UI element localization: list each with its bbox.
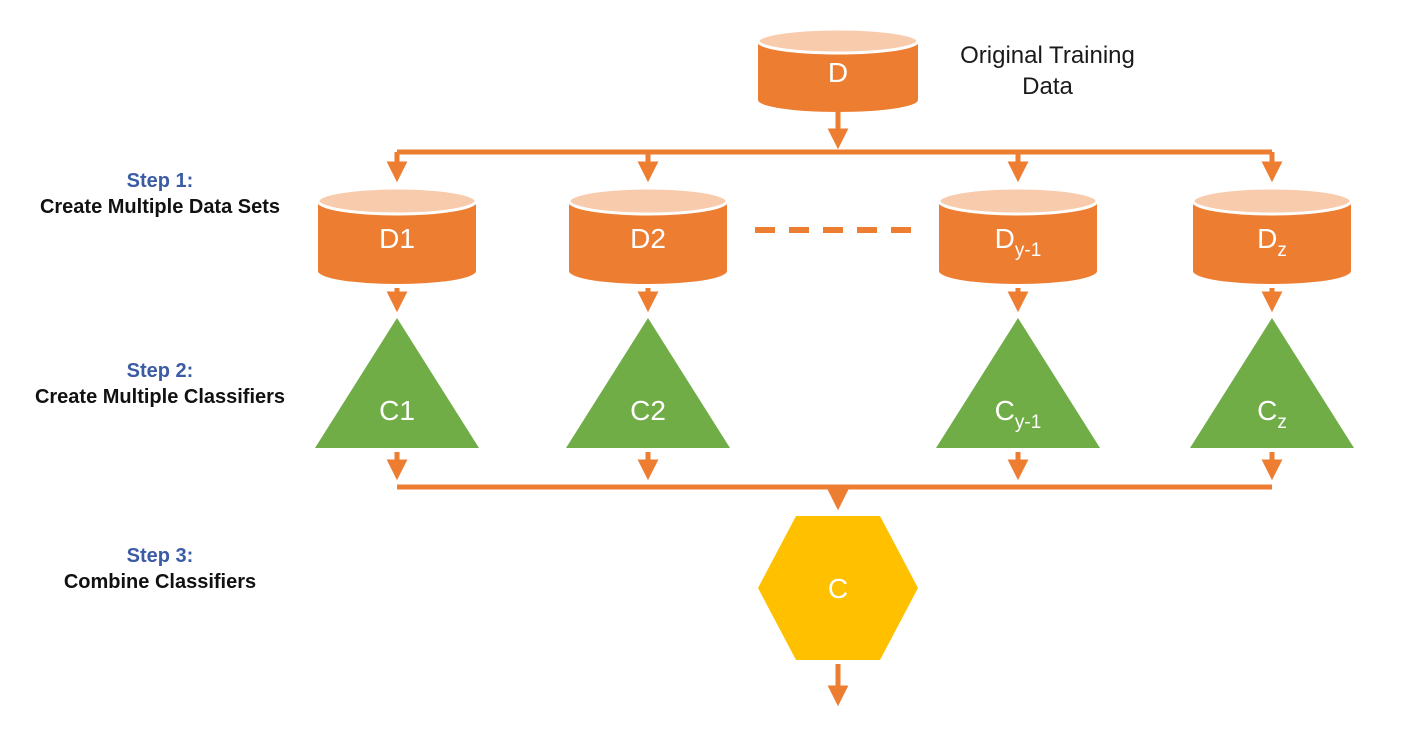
cylinder-dz-body: [1193, 201, 1351, 284]
cylinder-d2: D2: [567, 186, 729, 284]
cylinder-root-label: D: [828, 57, 848, 88]
cylinder-root-top: [756, 27, 920, 55]
hexagon-combiner-shape: [758, 516, 918, 660]
cylinder-d2-body: [569, 201, 727, 284]
cylinder-dy1-body: [939, 201, 1097, 284]
cylinder-root-body: [758, 41, 918, 112]
triangle-c2-shape: [566, 318, 730, 448]
cylinder-dz-label: Dz: [1257, 223, 1287, 261]
triangle-c1-shape: [315, 318, 479, 448]
hexagon-combiner: C: [758, 516, 918, 660]
cylinder-d1-top: [316, 186, 478, 216]
step-1-desc: Create Multiple Data Sets: [39, 196, 281, 218]
triangle-c2: C2: [566, 318, 730, 448]
cylinder-d2-label: D2: [630, 223, 666, 254]
cylinder-d2-top: [567, 186, 729, 216]
step-3-title: Step 3:: [126, 545, 194, 567]
step-2-label: Step 2: Create Multiple Classifiers: [25, 358, 295, 410]
cylinder-root: D: [756, 27, 920, 112]
cylinder-dy1-top: [937, 186, 1099, 216]
triangle-c1: C1: [315, 318, 479, 448]
cylinder-dy1-label: Dy-1: [995, 223, 1042, 261]
hexagon-combiner-label: C: [828, 573, 848, 604]
triangle-cy1-label: Cy-1: [995, 395, 1042, 433]
triangle-cy1: Cy-1: [936, 318, 1100, 448]
step-3-label: Step 3: Combine Classifiers: [25, 543, 295, 595]
original-training-data-note: Original Training Data: [960, 42, 1135, 101]
cylinder-d1: D1: [316, 186, 478, 284]
step-2-title: Step 2:: [126, 360, 194, 382]
triangle-c1-label: C1: [379, 395, 415, 426]
triangle-c2-label: C2: [630, 395, 666, 426]
step-3-desc: Combine Classifiers: [63, 571, 257, 593]
cylinder-d1-label: D1: [379, 223, 415, 254]
triangle-cz-label: Cz: [1257, 395, 1287, 433]
step-2-desc: Create Multiple Classifiers: [34, 386, 286, 408]
cylinder-dz: Dz: [1191, 186, 1353, 284]
step-1-title: Step 1:: [126, 170, 194, 192]
triangle-cz-shape: [1190, 318, 1354, 448]
triangle-cy1-shape: [936, 318, 1100, 448]
triangle-cz: Cz: [1190, 318, 1354, 448]
cylinder-dz-top: [1191, 186, 1353, 216]
connectors: [386, 112, 1283, 707]
cylinder-d1-body: [318, 201, 476, 284]
step-1-label: Step 1: Create Multiple Data Sets: [25, 168, 295, 220]
cylinder-dy1: Dy-1: [937, 186, 1099, 284]
